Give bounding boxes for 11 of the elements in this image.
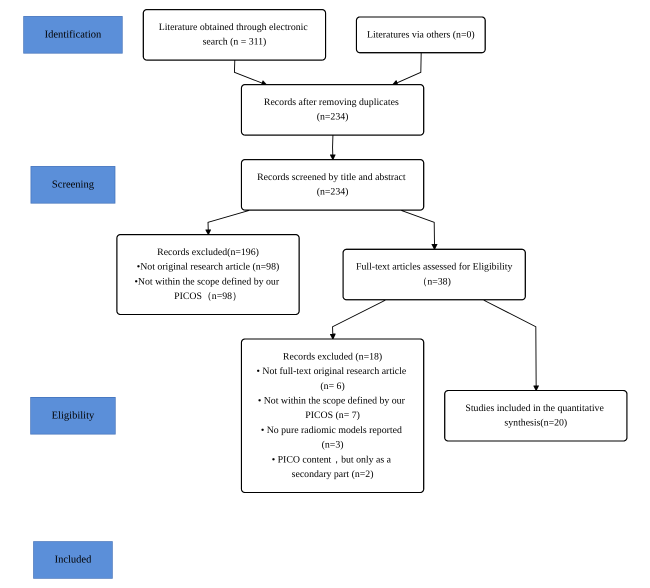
arrow xyxy=(234,60,267,86)
node-box: Included xyxy=(32,541,112,579)
arrow xyxy=(329,134,336,160)
arrow xyxy=(400,210,438,250)
node-box: Screening xyxy=(30,166,116,204)
arrow xyxy=(482,300,539,392)
arrow xyxy=(329,300,386,340)
node-box: Eligibility xyxy=(30,397,116,435)
arrow xyxy=(392,52,422,86)
arrow xyxy=(204,210,250,236)
node-box: Identification xyxy=(22,16,122,54)
